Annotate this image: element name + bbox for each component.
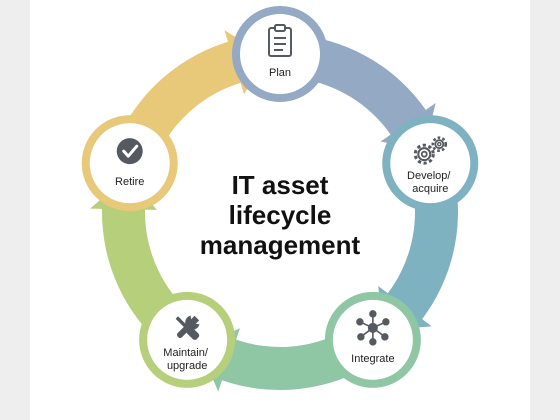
stage-label-retire: Retire bbox=[115, 176, 144, 188]
network-icon bbox=[356, 310, 390, 346]
arrow-plan-to-develop bbox=[298, 35, 436, 151]
stage-circle bbox=[139, 291, 236, 388]
arrow-retire-to-plan bbox=[120, 30, 267, 153]
stage-circle bbox=[232, 6, 328, 102]
stage-node-plan: Plan bbox=[232, 6, 328, 102]
diagram-title-line-3: management bbox=[200, 230, 361, 260]
stage-label-plan: Plan bbox=[269, 67, 291, 79]
stage-label-integrate: Integrate bbox=[351, 353, 394, 365]
arrow-integrate-to-maintain bbox=[199, 328, 364, 392]
diagram-title-line-1: IT asset bbox=[232, 170, 329, 200]
stage-node-develop-acquire: Develop/ acquire bbox=[382, 115, 479, 212]
cycle-arrows bbox=[90, 30, 458, 392]
checkmark-icon bbox=[116, 138, 143, 165]
stage-node-maintain-upgrade: Maintain/ upgrade bbox=[139, 291, 236, 388]
stage-circle bbox=[382, 115, 479, 212]
stage-label-maintain-upgrade: Maintain/ upgrade bbox=[163, 347, 211, 372]
arrow-develop-to-integrate bbox=[378, 181, 458, 331]
stage-label-develop-acquire: Develop/ acquire bbox=[407, 170, 453, 195]
gears-icon bbox=[413, 136, 448, 165]
clipboard-icon bbox=[268, 24, 292, 57]
stage-node-integrate: Integrate bbox=[324, 291, 421, 388]
stage-node-retire: Retire bbox=[81, 115, 178, 212]
wrench-screwdriver-icon bbox=[175, 315, 200, 340]
diagram-title-line-2: lifecycle bbox=[229, 200, 332, 230]
